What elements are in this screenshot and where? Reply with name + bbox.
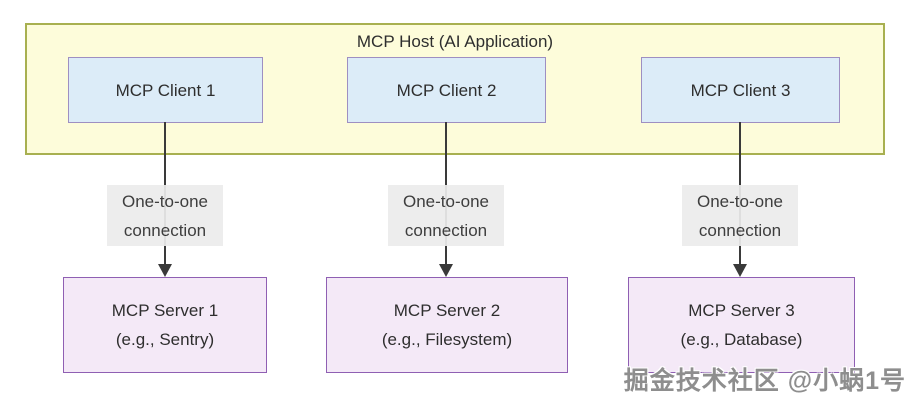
watermark-text: 掘金技术社区 @小蜗1号 [623, 367, 906, 395]
mcp-client-3-label: MCP Client 3 [690, 80, 791, 100]
mcp-client-3-box: MCP Client 3 [641, 57, 840, 123]
connection-label-1: One-to-one connection [107, 185, 223, 246]
mcp-server-2-example: (e.g., Filesystem) [381, 330, 513, 349]
mcp-client-1-box: MCP Client 1 [68, 57, 263, 123]
arrowhead-down-icon-2 [439, 264, 453, 277]
mcp-server-3-example: (e.g., Database) [680, 330, 803, 349]
connection-label-3-line2: connection [698, 220, 782, 240]
mcp-server-2-name: MCP Server 2 [393, 301, 501, 320]
connection-label-3-line1: One-to-one [697, 191, 783, 211]
mcp-server-3-name: MCP Server 3 [688, 301, 795, 320]
host-title: MCP Host (AI Application) [356, 32, 554, 51]
connection-label-2-line1: One-to-one [403, 191, 489, 211]
mcp-client-1-label: MCP Client 1 [115, 80, 216, 100]
mcp-server-2-box: MCP Server 2 (e.g., Filesystem) [326, 277, 568, 373]
mcp-server-1-example: (e.g., Sentry) [115, 330, 215, 349]
mcp-client-2-box: MCP Client 2 [347, 57, 546, 123]
mcp-server-1-name: MCP Server 1 [111, 301, 219, 320]
arrowhead-down-icon-1 [158, 264, 172, 277]
connection-label-2: One-to-one connection [388, 185, 504, 246]
arrowhead-down-icon-3 [733, 264, 747, 277]
connection-label-1-line1: One-to-one [122, 191, 208, 211]
mcp-server-1-box: MCP Server 1 (e.g., Sentry) [63, 277, 267, 373]
connection-label-3: One-to-one connection [682, 185, 798, 246]
mcp-client-2-label: MCP Client 2 [396, 80, 497, 100]
mcp-server-3-box: MCP Server 3 (e.g., Database) [628, 277, 855, 373]
connection-label-2-line2: connection [404, 220, 488, 240]
connection-label-1-line2: connection [123, 220, 207, 240]
